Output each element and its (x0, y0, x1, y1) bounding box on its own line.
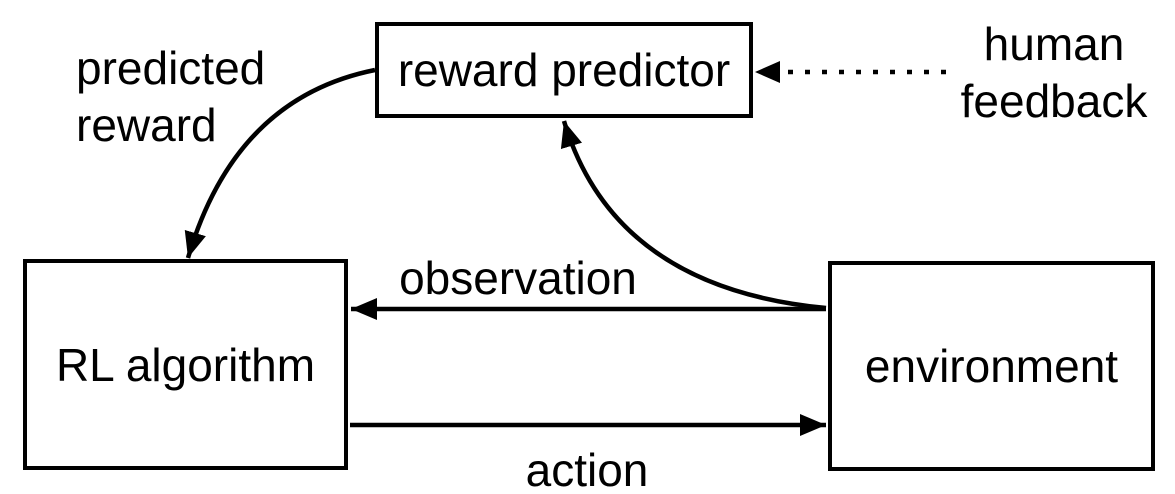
environment-label: environment (864, 340, 1119, 392)
human-feedback-arrowhead-icon (755, 61, 780, 83)
observation-label-text: observation (399, 252, 637, 304)
node-rl-algorithm: RL algorithm (23, 259, 348, 470)
action-label-text: action (525, 444, 649, 494)
environment-to-reward-predictor-arrow (560, 120, 827, 311)
human-feedback-label-line2: feedback (960, 75, 1148, 127)
predicted-reward-label-line2: reward (76, 99, 217, 151)
reward-predictor-label: reward predictor (397, 44, 731, 96)
predicted-reward-label: predicted reward (76, 40, 265, 154)
observation-label: observation (393, 250, 643, 307)
human-feedback-label: human feedback (948, 16, 1160, 130)
predicted-reward-arrow (184, 67, 376, 259)
rl-algorithm-label: RL algorithm (55, 338, 316, 391)
node-reward-predictor: reward predictor (375, 22, 753, 118)
human-feedback-label-line1: human (983, 18, 1125, 70)
action-label: action (486, 442, 688, 494)
predicted-reward-label-line1: predicted (76, 42, 266, 94)
node-environment: environment (828, 261, 1155, 471)
